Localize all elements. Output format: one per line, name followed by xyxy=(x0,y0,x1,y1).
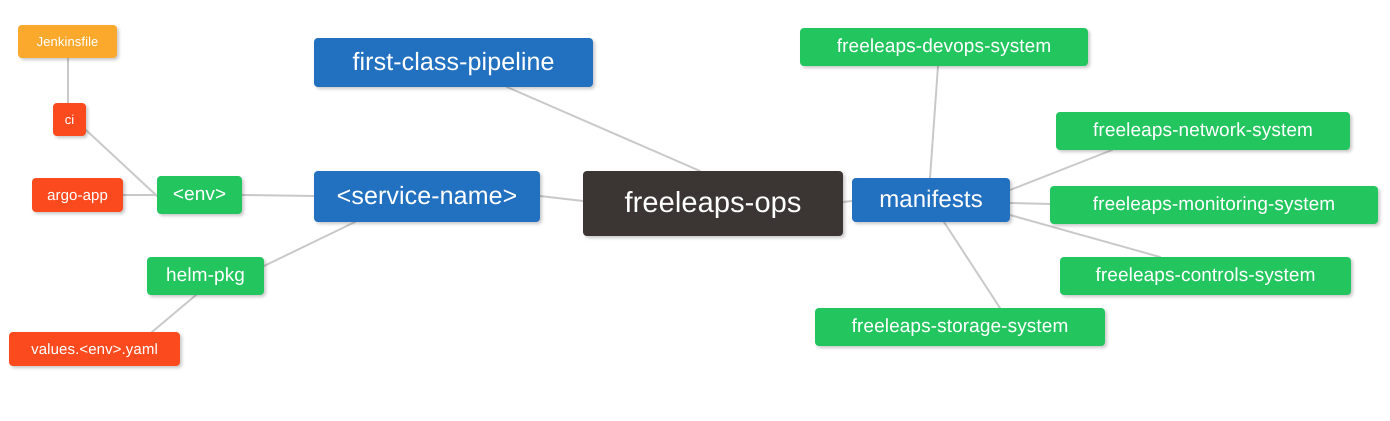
edge-values-yaml-to-helm-pkg xyxy=(151,294,197,333)
edge-service-name-to-root xyxy=(539,195,584,202)
node-network[interactable]: freeleaps-network-system xyxy=(1056,112,1350,150)
node-storage[interactable]: freeleaps-storage-system xyxy=(815,308,1105,346)
node-manifests[interactable]: manifests xyxy=(852,178,1010,222)
node-ci[interactable]: ci xyxy=(53,103,86,136)
node-service-name[interactable]: <service-name> xyxy=(314,171,540,222)
node-jenkinsfile[interactable]: Jenkinsfile xyxy=(18,25,117,58)
node-root[interactable]: freeleaps-ops xyxy=(583,171,843,236)
edge-manifests-to-devops xyxy=(929,65,939,179)
edge-manifests-to-network xyxy=(1009,149,1113,191)
edge-pipeline-to-root xyxy=(506,86,701,172)
node-controls[interactable]: freeleaps-controls-system xyxy=(1060,257,1351,295)
edge-root-to-manifests xyxy=(842,200,853,203)
edge-manifests-to-storage xyxy=(943,221,1001,309)
edge-manifests-to-monitoring xyxy=(1009,202,1051,205)
node-argo-app[interactable]: argo-app xyxy=(32,178,123,212)
node-env[interactable]: <env> xyxy=(157,176,242,214)
node-devops[interactable]: freeleaps-devops-system xyxy=(800,28,1088,66)
node-pipeline[interactable]: first-class-pipeline xyxy=(314,38,593,87)
node-helm-pkg[interactable]: helm-pkg xyxy=(147,257,264,295)
edge-helm-pkg-to-service-name xyxy=(263,221,356,267)
node-monitoring[interactable]: freeleaps-monitoring-system xyxy=(1050,186,1378,224)
node-values-yaml[interactable]: values.<env>.yaml xyxy=(9,332,180,366)
edge-env-to-service-name xyxy=(241,194,315,197)
